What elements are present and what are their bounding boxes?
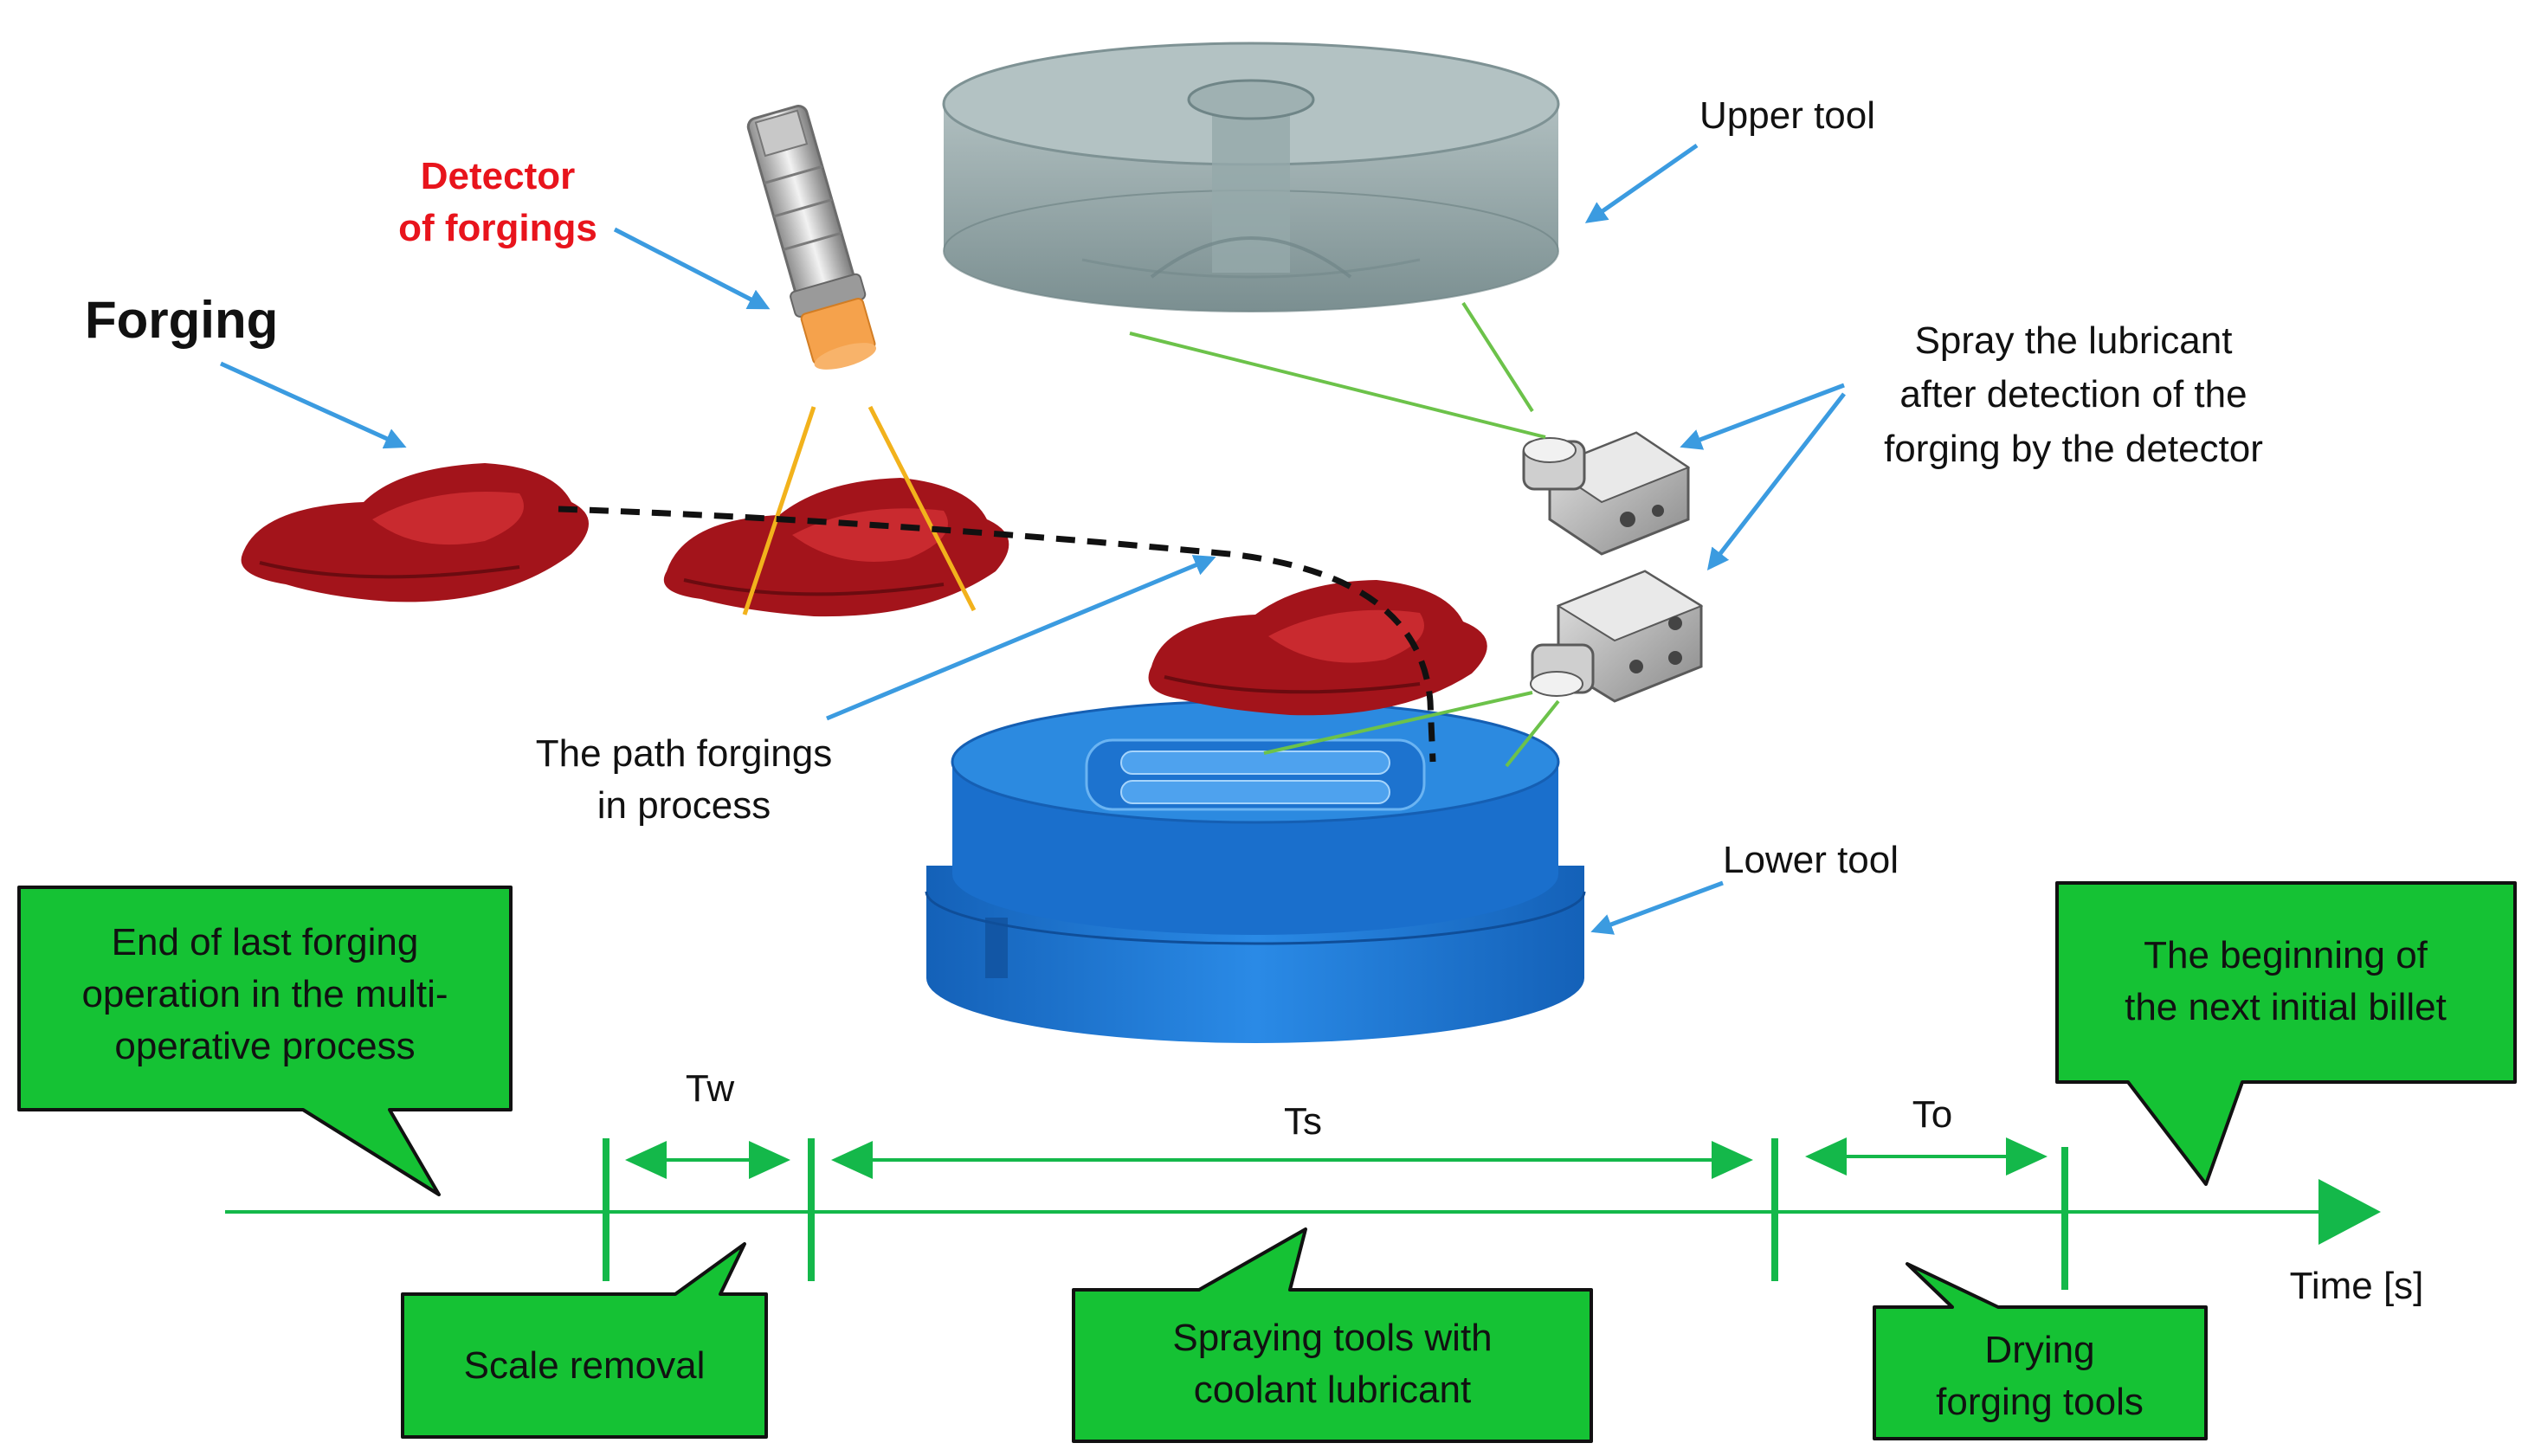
scale-callout-text: Scale removal xyxy=(464,1344,706,1387)
spray-label-line2: after detection of the xyxy=(1899,373,2247,416)
spray-callout-line1: Spraying tools with xyxy=(1172,1317,1492,1359)
detector-sensor-illustration xyxy=(746,105,877,370)
spray-link-lines xyxy=(1129,301,1560,768)
detector-label-line2: of forgings xyxy=(398,207,597,249)
callout-scale-removal: Scale removal xyxy=(401,1242,768,1439)
callout-drying-tools: Drying forging tools xyxy=(1873,1262,2208,1440)
pointer-arrows xyxy=(219,143,1846,935)
spray-callout-line2: coolant lubricant xyxy=(1194,1369,1471,1411)
path-label-line1: The path forgings xyxy=(536,732,832,775)
ts-label: Ts xyxy=(1284,1100,1322,1143)
tw-label: Tw xyxy=(686,1067,734,1110)
end-callout-line3: operative process xyxy=(114,1025,415,1067)
upper-tool-label: Upper tool xyxy=(1699,94,1875,137)
to-label: To xyxy=(1912,1093,1952,1136)
begin-callout-line2: the next initial billet xyxy=(2125,986,2447,1028)
to-span xyxy=(1805,1137,2048,1176)
spray-nozzle-upper xyxy=(1522,431,1691,556)
time-axis-label: Time [s] xyxy=(2290,1265,2424,1307)
end-callout-line2: operation in the multi- xyxy=(81,973,448,1015)
spray-label-line3: forging by the detector xyxy=(1884,428,2263,470)
callout-spraying-tools: Spraying tools with coolant lubricant xyxy=(1072,1227,1593,1443)
path-label: The path forgings in process xyxy=(536,732,832,827)
lower-tool-label: Lower tool xyxy=(1723,839,1899,881)
callout-beginning-of-next-billet: The beginning of the next initial billet xyxy=(2055,881,2517,1186)
detector-label: Detector of forgings xyxy=(398,155,597,249)
dry-callout-line2: forging tools xyxy=(1936,1381,2144,1423)
forging-2 xyxy=(663,478,1009,617)
forging-3 xyxy=(1148,580,1487,716)
detector-beams xyxy=(742,405,977,615)
spray-nozzle-lower xyxy=(1530,570,1704,703)
forging-path-dashed xyxy=(558,506,1436,763)
callout-end-of-last-forging: End of last forging operation in the mul… xyxy=(17,886,513,1196)
forging-label: Forging xyxy=(85,291,278,349)
forging-1 xyxy=(241,463,589,602)
timeline-arrowhead xyxy=(2318,1179,2381,1245)
timeline: Tw Ts To Time [s] xyxy=(225,1067,2423,1307)
dry-callout-line1: Drying xyxy=(1984,1329,2094,1371)
ts-span xyxy=(831,1141,1753,1179)
begin-callout-line1: The beginning of xyxy=(2144,934,2428,976)
lower-tool-illustration xyxy=(925,699,1586,1043)
tw-span xyxy=(625,1141,790,1179)
path-label-line2: in process xyxy=(597,784,771,827)
detector-label-line1: Detector xyxy=(421,155,576,197)
upper-tool-illustration xyxy=(942,42,1560,312)
timeline-markers xyxy=(603,1138,2068,1290)
end-callout-line1: End of last forging xyxy=(112,921,419,963)
spray-label-line1: Spray the lubricant xyxy=(1915,319,2233,362)
spray-lubricant-label: Spray the lubricant after detection of t… xyxy=(1884,319,2263,470)
